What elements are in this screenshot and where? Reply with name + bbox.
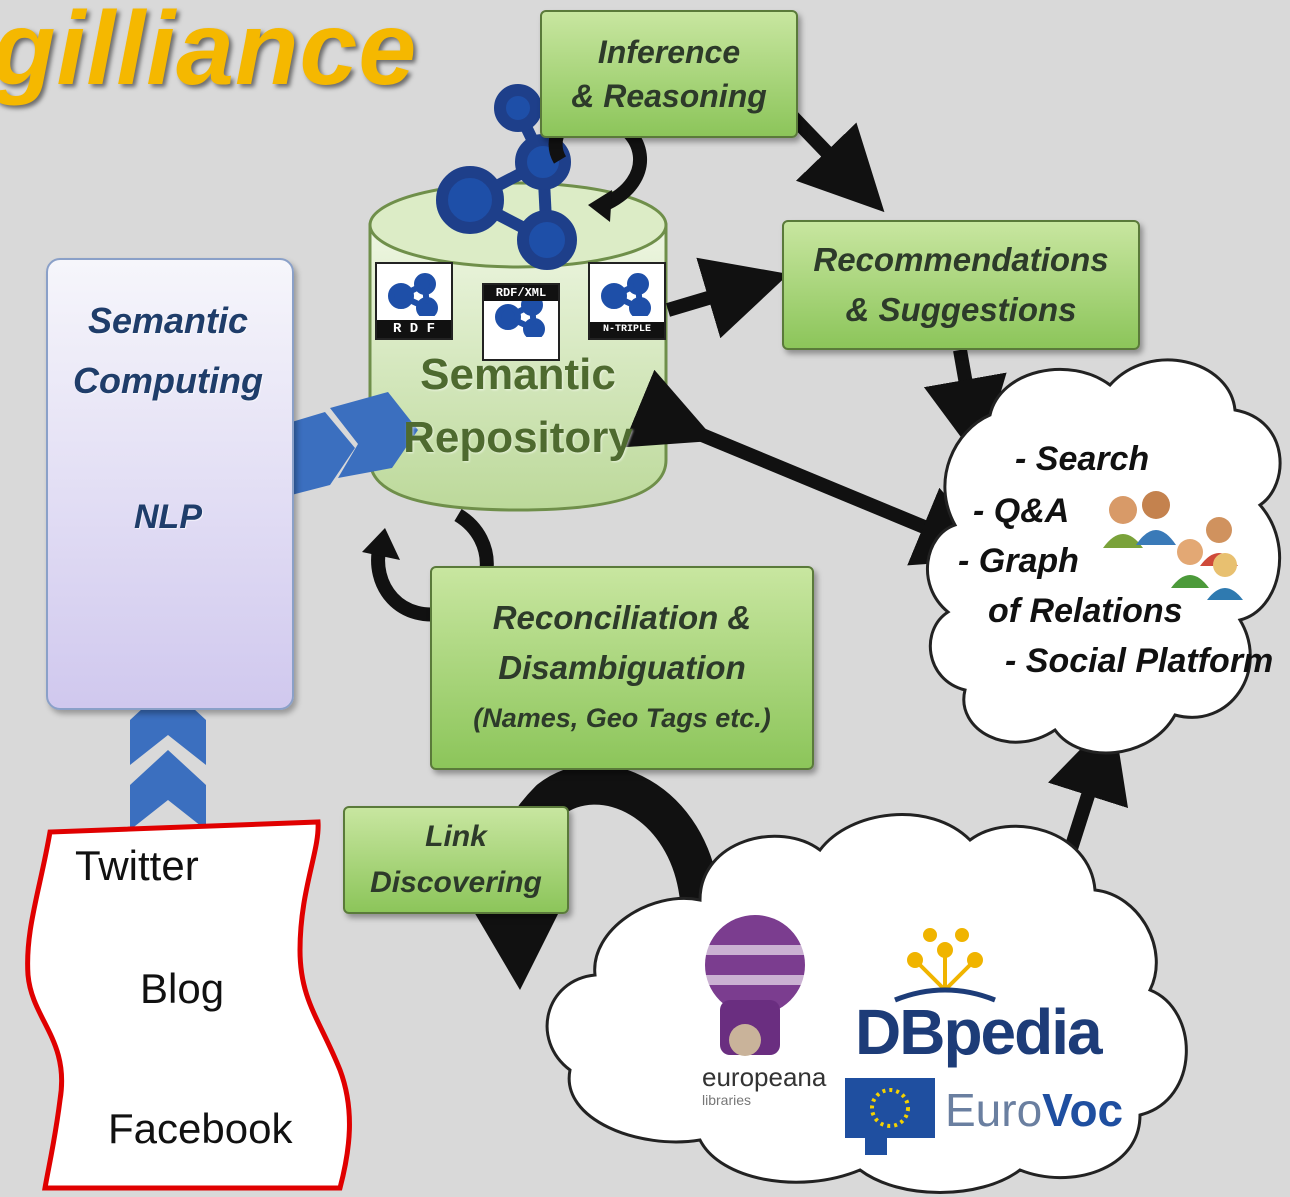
source-twitter: Twitter xyxy=(75,842,199,889)
panel-line-semantic: Semantic xyxy=(87,300,249,341)
link-discovering-box: Link Discovering xyxy=(343,806,569,914)
ntriple-badge-label: N-TRIPLE xyxy=(590,322,664,338)
inference-line-1: Inference xyxy=(597,34,741,70)
cloud-item-qa: - Q&A xyxy=(973,492,1070,530)
eurovoc-flag-icon xyxy=(845,1078,935,1155)
semantic-computing-panel xyxy=(46,258,294,710)
rdf-badge: R D F xyxy=(375,262,453,340)
cloud-item-relations: of Relations xyxy=(988,592,1183,630)
reconciliation-line-3: (Names, Geo Tags etc.) xyxy=(473,703,771,733)
reconciliation-line-2: Disambiguation xyxy=(498,649,746,686)
cloud-item-search: - Search xyxy=(1015,440,1150,478)
europeana-logo xyxy=(705,915,805,1056)
dbpedia-label: DBpedia xyxy=(855,996,1103,1068)
panel-line-nlp: NLP xyxy=(134,498,202,536)
rdf-badge-label: R D F xyxy=(377,320,451,338)
link-line-2: Discovering xyxy=(370,866,542,899)
ntriple-badge: N-TRIPLE xyxy=(588,262,666,340)
recommendations-line-1: Recommendations xyxy=(813,241,1109,278)
repository-label-repository: Repository xyxy=(403,413,633,462)
recommendations-box: Recommendations & Suggestions xyxy=(782,220,1140,350)
link-line-1: Link xyxy=(425,820,487,853)
cloud-item-social: - Social Platform xyxy=(1005,642,1274,680)
dbpedia-icon xyxy=(894,928,996,1003)
people-icon xyxy=(1103,491,1243,600)
source-scroll xyxy=(25,819,352,1191)
eurovoc-label: EuroVoc xyxy=(945,1083,1123,1137)
panel-line-computing: Computing xyxy=(73,360,263,401)
source-facebook: Facebook xyxy=(108,1105,293,1152)
europeana-label: europeana xyxy=(702,1062,827,1092)
inference-line-2: & Reasoning xyxy=(571,78,767,114)
eurovoc-label-a: Euro xyxy=(945,1084,1043,1136)
inference-reasoning-box: Inference & Reasoning xyxy=(540,10,798,138)
page-title: gilliance xyxy=(0,0,418,107)
cloud-top-shape xyxy=(925,358,1282,755)
europeana-sub-label: libraries xyxy=(702,1092,752,1108)
recommendations-line-2: & Suggestions xyxy=(845,291,1077,328)
connector-arrows xyxy=(622,107,1129,1013)
rdfxml-badge: RDF/XML xyxy=(482,283,560,361)
rdfxml-badge-label: RDF/XML xyxy=(484,285,558,301)
network-icon xyxy=(436,84,577,270)
reconciliation-box: Reconciliation & Disambiguation (Names, … xyxy=(430,566,814,770)
eurovoc-label-b: Voc xyxy=(1042,1084,1124,1136)
source-blog: Blog xyxy=(140,965,225,1012)
reconciliation-line-1: Reconciliation & xyxy=(492,599,752,636)
cloud-bottom-shape xyxy=(545,813,1188,1194)
cloud-item-graph: - Graph xyxy=(958,542,1079,580)
